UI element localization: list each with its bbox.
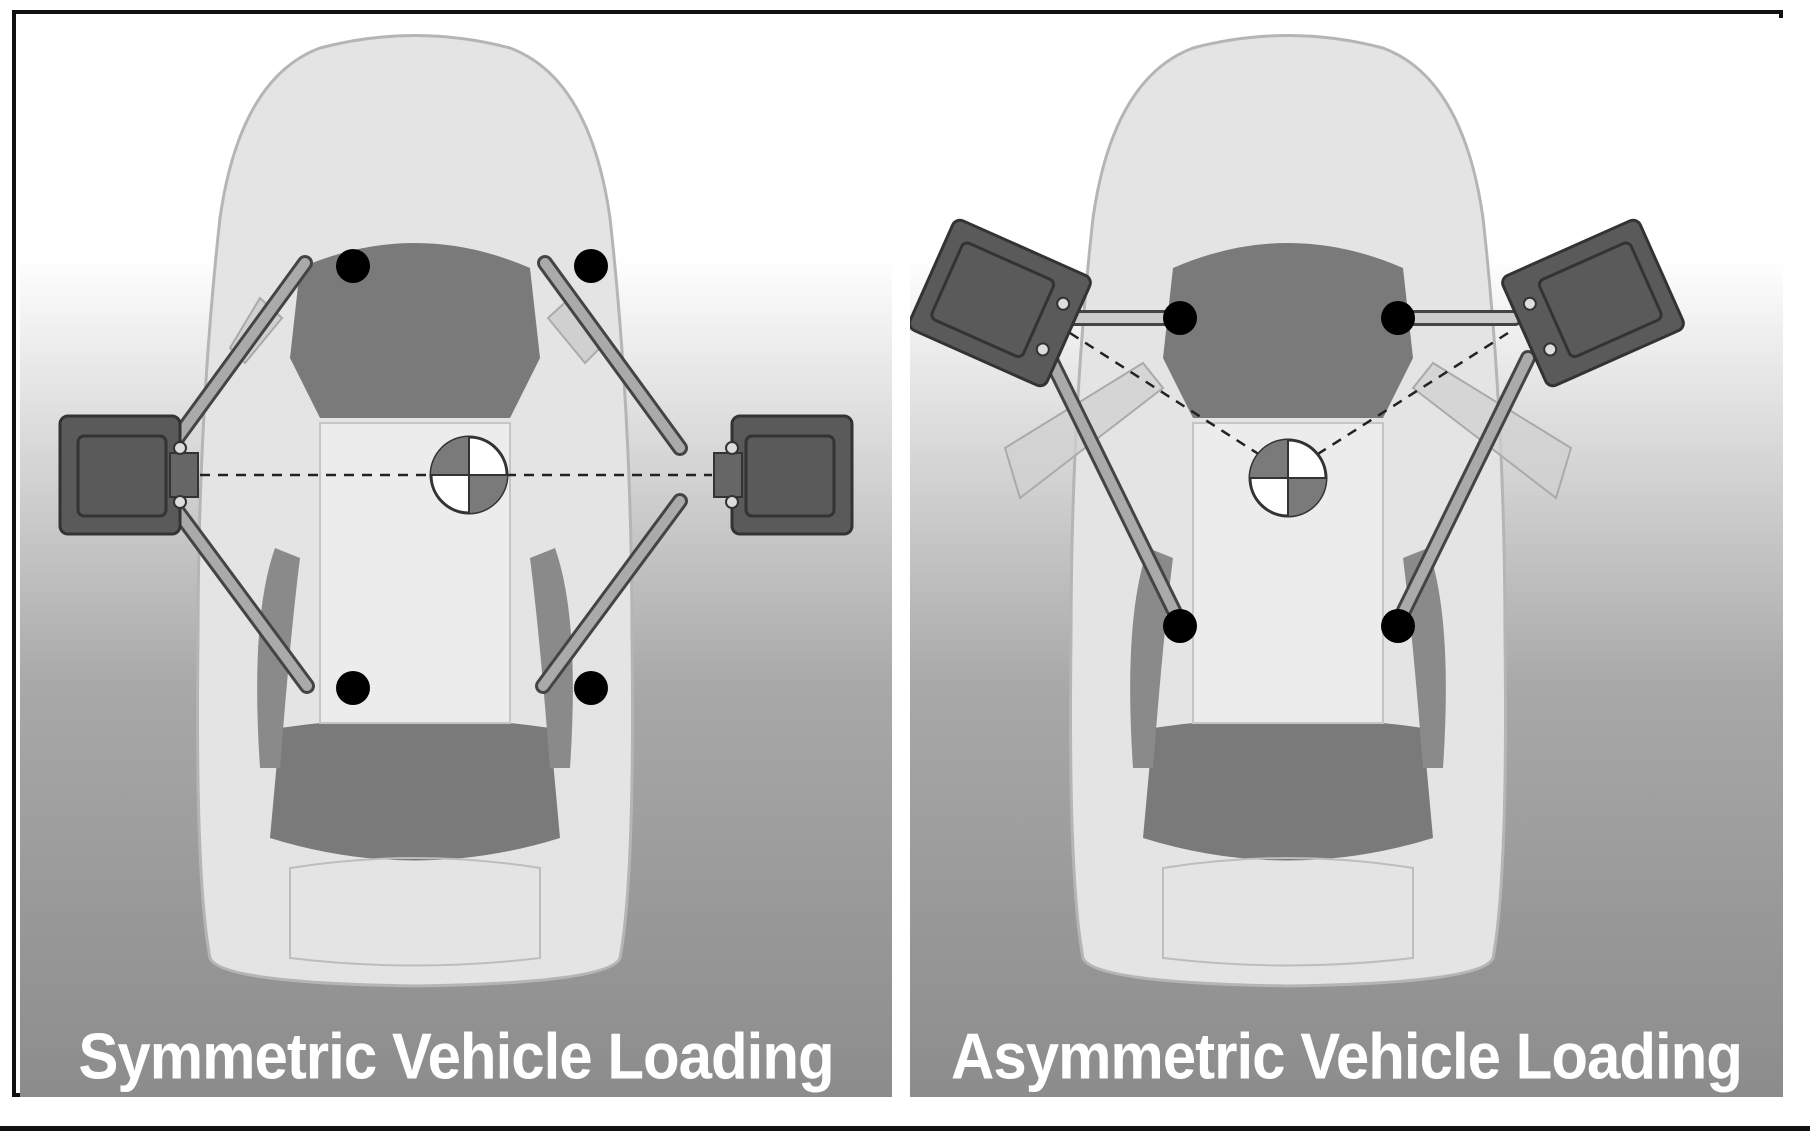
trunk-line [1162, 857, 1414, 967]
pivot-point-icon [1163, 609, 1197, 643]
loading-arms [162, 255, 688, 694]
pivot-point-icon [1381, 301, 1415, 335]
arm-rear-left-inner [1045, 353, 1185, 628]
pivot-points [336, 249, 608, 705]
arm-rear-right-inner [1393, 353, 1533, 628]
right-door [1501, 218, 1685, 388]
hinge-bolt [1035, 342, 1050, 357]
caption-symmetric: Symmetric Vehicle Loading [78, 1020, 834, 1093]
pivot-point-icon [336, 671, 370, 705]
panel-asymmetric: Asymmetric Vehicle Loading [910, 18, 1783, 1097]
pivot-point-icon [574, 249, 608, 283]
arm-front-right-inner [540, 258, 685, 453]
loading-arms [1042, 310, 1536, 631]
hinge-bolt [725, 495, 739, 509]
panel-divider [892, 18, 910, 1097]
symmetric-diagram [20, 18, 892, 1097]
windshield [1163, 243, 1413, 418]
door-frame-right [744, 434, 836, 518]
trunk-line [289, 857, 541, 967]
hinge-bolt [1522, 296, 1537, 311]
rear-window [1143, 718, 1433, 861]
hinge-bolt [725, 441, 739, 455]
hinge-bolt [173, 441, 187, 455]
door-frame-left [930, 241, 1056, 359]
hinge-bolt [173, 495, 187, 509]
door-hinge-right [713, 452, 743, 498]
right-door [713, 414, 854, 536]
pivot-point-icon [574, 671, 608, 705]
pivot-point-icon [1163, 301, 1197, 335]
rear-window [270, 718, 560, 861]
pivot-points [1163, 301, 1415, 643]
load-line-left [1069, 331, 1289, 475]
asymmetric-diagram [910, 18, 1783, 1097]
door-hinge-left [169, 452, 199, 498]
vehicle-top-view [196, 34, 634, 988]
center-of-gravity-icon [1248, 438, 1328, 518]
panel-symmetric: Symmetric Vehicle Loading [20, 18, 892, 1097]
windshield [290, 243, 540, 418]
arm-rear-left-inner [165, 496, 312, 691]
arm-front-left-inner [165, 258, 310, 453]
load-line-right [1287, 331, 1509, 475]
center-of-gravity-icon [429, 435, 509, 515]
hinge-bolt [1056, 296, 1071, 311]
right-window [530, 548, 573, 768]
door-frame-left [76, 434, 168, 518]
left-door [58, 414, 199, 536]
pivot-point-icon [1381, 609, 1415, 643]
hinge-bolt [1543, 342, 1558, 357]
caption-asymmetric: Asymmetric Vehicle Loading [951, 1020, 1743, 1093]
left-door [910, 218, 1092, 388]
bottom-rule [0, 1126, 1810, 1131]
arm-rear-right-inner [538, 496, 685, 691]
figure-frame: Symmetric Vehicle Loading [12, 10, 1783, 1097]
door-frame-right [1537, 241, 1663, 359]
pivot-point-icon [336, 249, 370, 283]
